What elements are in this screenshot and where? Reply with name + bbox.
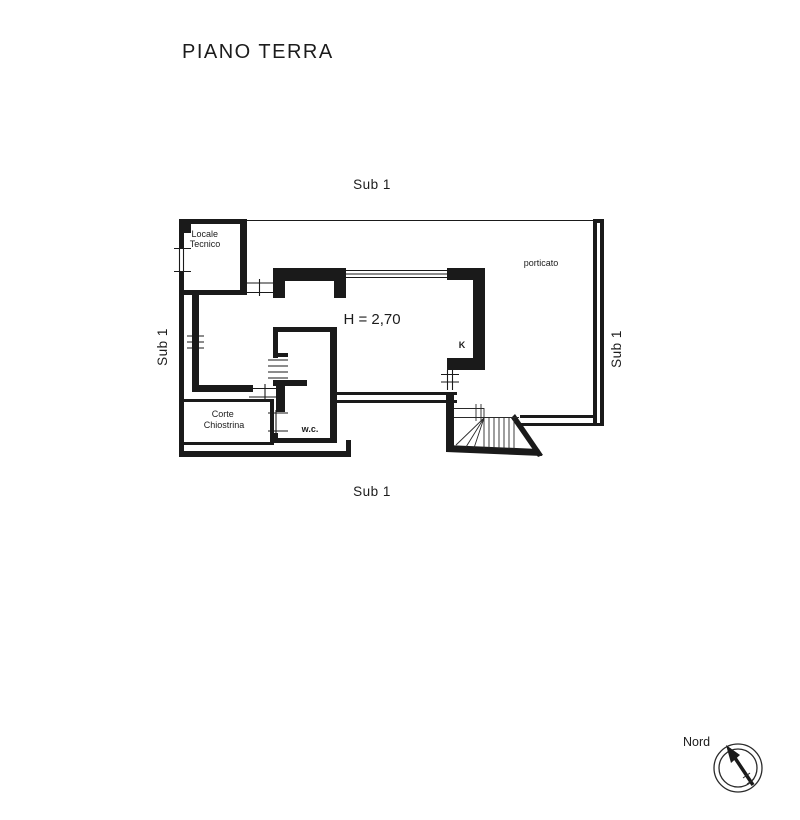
wall-portico-bottom-upper [520,415,596,418]
compass-arrowhead-icon [726,745,740,763]
wall-outer-bottom [179,451,351,457]
wall-lt-left-lower [179,272,184,295]
wall-wc-bottom [276,438,337,443]
room-label-locale-line1: Locale [191,229,218,239]
wall-hall-bottom-upper [335,392,457,395]
wall-k-bottom-arm [447,358,485,370]
walls [179,219,604,457]
wall-wc-top [273,327,337,332]
staircase [454,404,519,449]
ceiling-height-label: H = 2,70 [343,311,400,328]
room-label-wc: w.c. [301,424,319,434]
wall-wc-left-upper [273,327,278,358]
wall-portico-right-inner [600,219,604,426]
room-label-porticato: porticato [524,258,559,268]
wall-wc-left-stub [273,433,278,443]
wall-corte-top [184,399,274,402]
sub1-label-bottom: Sub 1 [353,484,391,499]
wall-k-right [473,268,485,370]
compass-outer-circle [713,743,763,793]
wall-portico-right-outer [593,219,597,426]
wall-pilaster-block [273,268,346,298]
compass-inner-circle [718,748,758,788]
wall-lt-bottom [179,290,247,295]
wall-corte-right [270,399,274,445]
room-label-locale-tecnico: Locale Tecnico [190,229,221,249]
wall-stair-bottom [446,445,542,456]
wall-stair-left [446,395,454,450]
page-title: PIANO TERRA [182,41,334,63]
stair-winder [455,417,485,446]
room-label-corte-line1: Corte [212,409,234,419]
wall-corte-bottom [184,442,274,445]
stair-winder [473,417,485,449]
sub1-label-right: Sub 1 [609,330,624,368]
wall-hall-bottom-left [192,385,253,392]
thin-lines [174,219,595,434]
wall-wc-partition-v [276,386,285,412]
room-label-kitchen: K [459,340,466,350]
compass-tick [746,778,755,785]
compass-tick [742,772,751,779]
north-label: Nord [683,735,710,749]
room-label-locale-line2: Tecnico [190,239,221,249]
wall-hall-left [192,295,199,392]
wall-lt-top [179,219,247,224]
wall-wc-right [330,327,337,443]
stair-winder [465,417,485,448]
wall-hall-bottom-lower [335,400,457,403]
wall-lt-inner-step [184,224,191,233]
room-label-corte-line2: Chiostrina [204,420,245,430]
wall-lt-right [240,219,247,295]
wall-wc-lip [278,353,288,357]
wall-lt-left-upper [179,224,184,248]
wall-stair-diagonal [511,414,543,457]
wall-wing-right-step [346,440,351,454]
wall-portico-right-cap [593,219,604,223]
sub1-label-left: Sub 1 [155,328,170,366]
sub1-label-top: Sub 1 [353,177,391,192]
wall-portico-bottom-lower [520,423,604,426]
north-compass: Nord [683,735,763,793]
wall-wc-partition-h [273,380,307,386]
wall-outer-left [179,295,184,452]
room-label-corte-chiostrina: Corte Chiostrina [204,409,245,430]
